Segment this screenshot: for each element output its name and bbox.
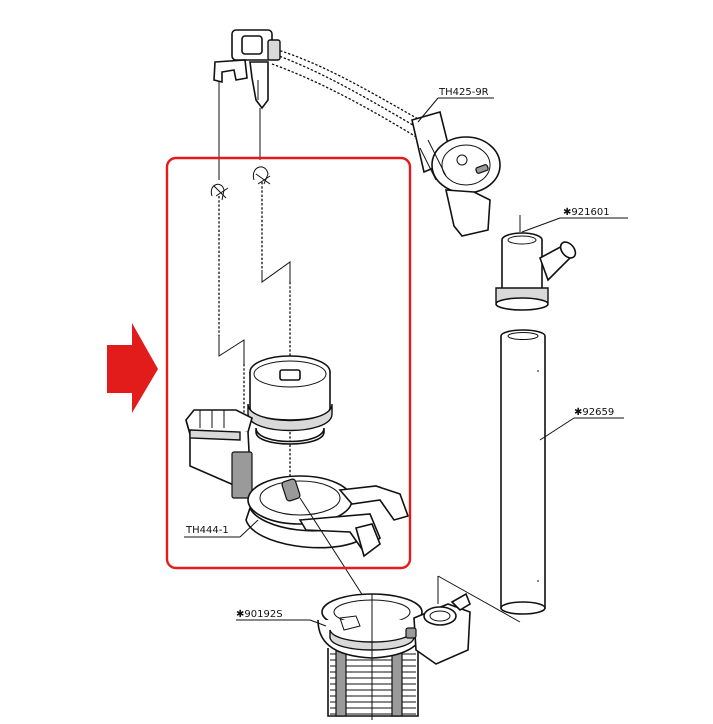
flapper-assembly-label: TH444-1 bbox=[185, 525, 229, 536]
right-arrow-icon bbox=[107, 323, 158, 413]
highlight-frame bbox=[165, 156, 412, 570]
overflow-cap-label: ✱921601 bbox=[563, 207, 610, 218]
flush-valve-label: ✱90192S bbox=[236, 609, 283, 620]
overflow-pipe-label: ✱92659 bbox=[574, 407, 614, 418]
overflow-pipe-assembly: ✱921601 ✱92659 bbox=[437, 207, 628, 623]
lever-arm-assembly: TH425-9R bbox=[213, 29, 501, 237]
flapper-assembly: TH444-1 bbox=[184, 166, 410, 611]
flush-valve-assembly: ✱90192S bbox=[236, 592, 471, 720]
lever-arm-label: TH425-9R bbox=[438, 87, 489, 98]
